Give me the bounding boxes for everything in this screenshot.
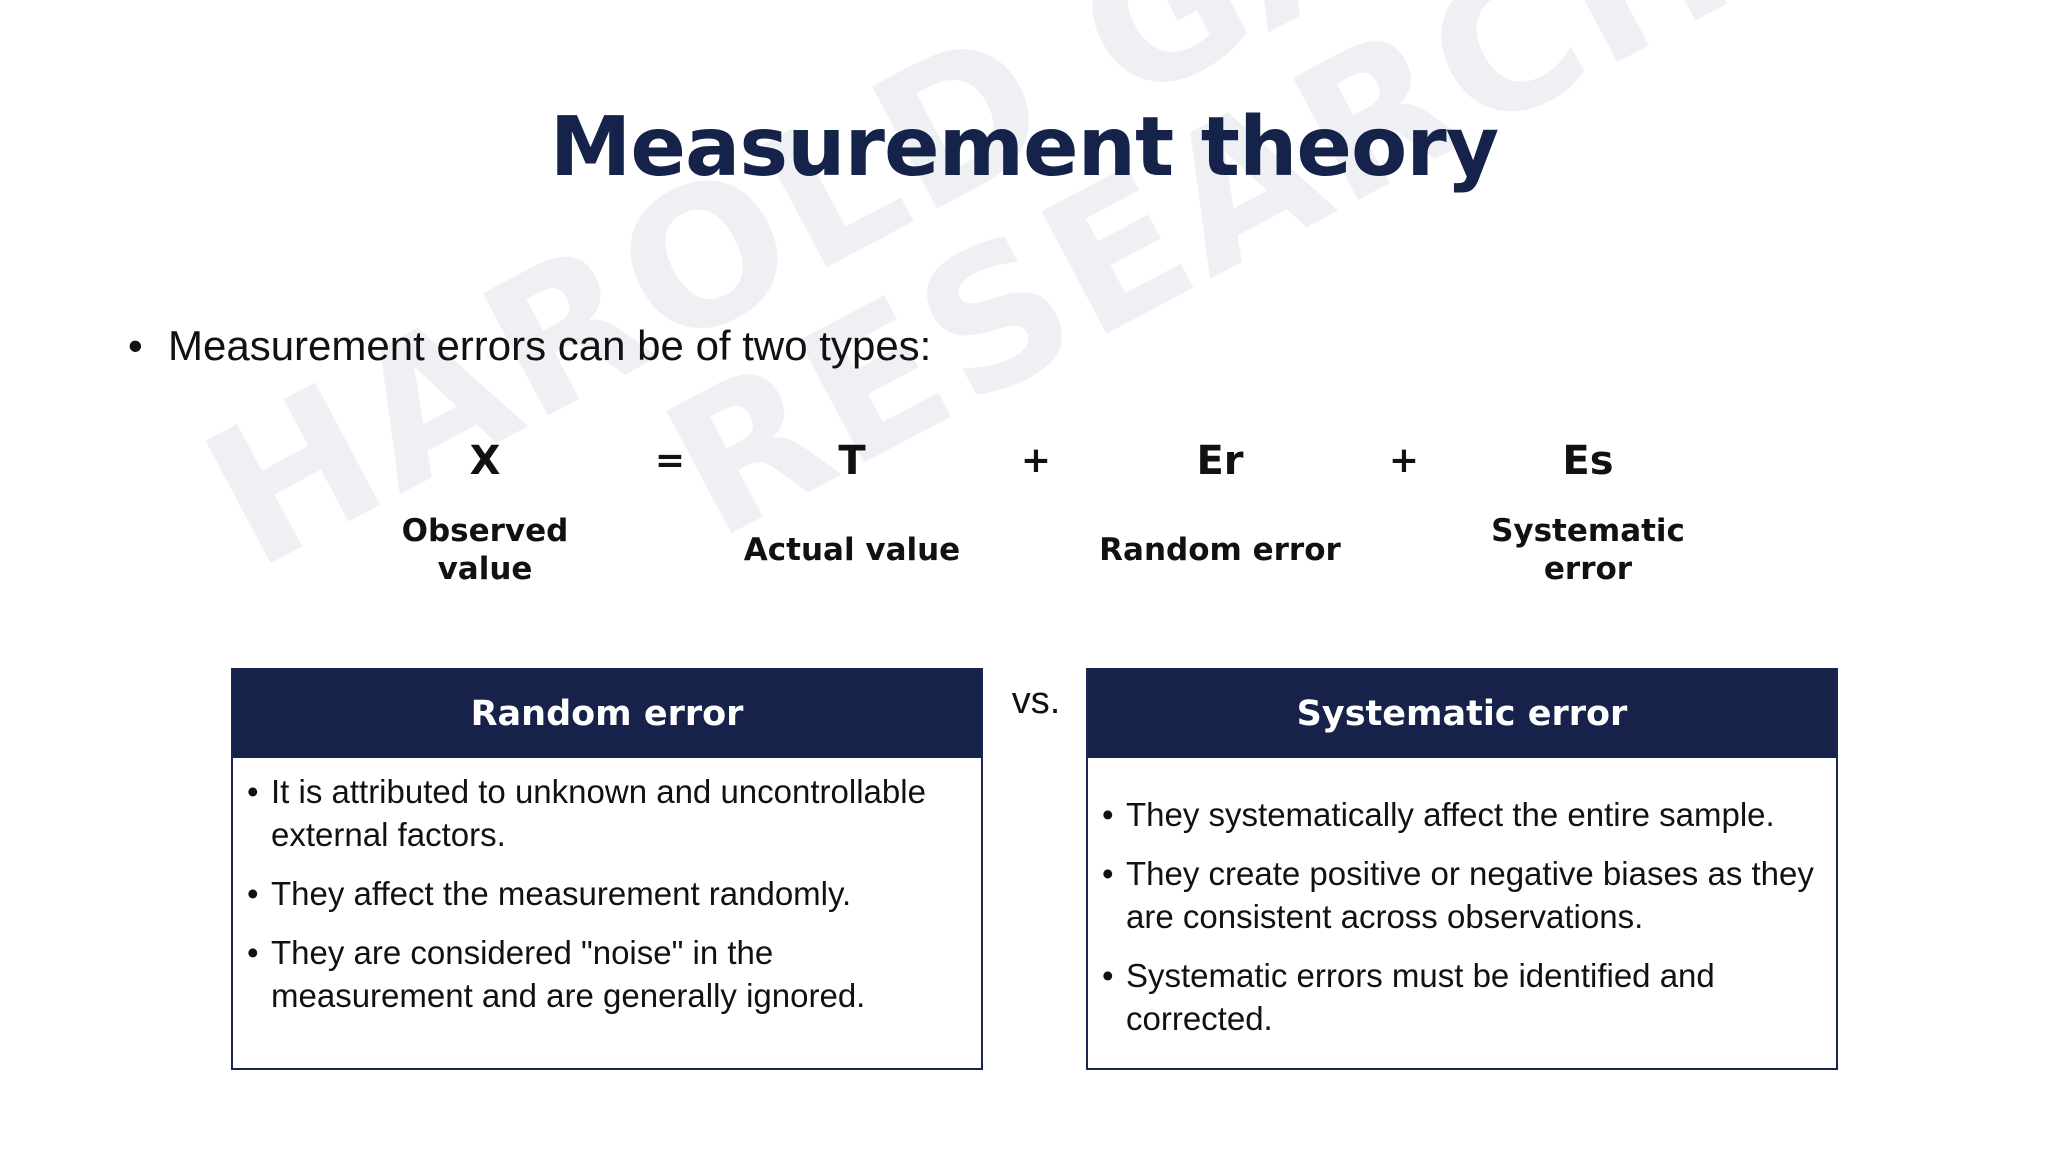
list-item: • They systematically affect the entire s… bbox=[1102, 793, 1822, 836]
symbol-es: Es bbox=[1562, 438, 1614, 484]
bullet-icon: • bbox=[247, 773, 259, 810]
bullet-icon: • bbox=[247, 875, 259, 912]
list-item: • They affect the measurement randomly. bbox=[247, 872, 967, 915]
random-error-box: Random error • It is attributed to unknow… bbox=[231, 668, 983, 1070]
bullet-icon: • bbox=[1102, 957, 1114, 994]
list-item-text: Systematic errors must be identified and… bbox=[1126, 957, 1715, 1037]
label-actual-value: Actual value bbox=[743, 532, 961, 568]
label-observed-value: Observed value bbox=[335, 512, 635, 588]
list-item: • Systematic errors must be identified an… bbox=[1102, 954, 1822, 1040]
symbol-er: Er bbox=[1196, 438, 1244, 484]
random-error-header: Random error bbox=[233, 670, 981, 758]
list-item: • They are considered "noise" in the meas… bbox=[247, 931, 967, 1017]
bullet-icon: • bbox=[247, 934, 259, 971]
equals-sign: = bbox=[654, 440, 686, 481]
list-item: • They create positive or negative biases… bbox=[1102, 852, 1822, 938]
bullet-icon: • bbox=[128, 322, 143, 369]
list-item-text: They create positive or negative biases … bbox=[1126, 855, 1814, 935]
bullet-icon: • bbox=[1102, 855, 1114, 892]
list-item: • It is attributed to unknown and uncontr… bbox=[247, 770, 967, 856]
plus-sign-2: + bbox=[1388, 440, 1420, 481]
systematic-error-box: Systematic error • They systematically af… bbox=[1086, 668, 1838, 1070]
list-item-text: It is attributed to unknown and uncontro… bbox=[271, 773, 926, 853]
label-line: value bbox=[437, 551, 533, 587]
vs-label: vs. bbox=[1011, 680, 1061, 722]
systematic-error-list: • They systematically affect the entire s… bbox=[1088, 758, 1836, 1040]
list-item-text: They affect the measurement randomly. bbox=[271, 875, 852, 912]
symbol-x: X bbox=[469, 438, 501, 484]
label-line: Systematic bbox=[1491, 513, 1685, 549]
intro-bullet: • Measurement errors can be of two types: bbox=[128, 322, 931, 370]
systematic-error-header: Systematic error bbox=[1088, 670, 1836, 758]
plus-sign-1: + bbox=[1020, 440, 1052, 481]
random-error-list: • It is attributed to unknown and uncontr… bbox=[233, 758, 981, 1017]
label-systematic-error: Systematic error bbox=[1438, 512, 1738, 588]
label-line: error bbox=[1543, 551, 1633, 587]
slide-title: Measurement theory bbox=[549, 100, 1499, 195]
list-item-text: They are considered "noise" in the measu… bbox=[271, 934, 866, 1014]
label-line: Observed bbox=[401, 513, 569, 549]
intro-text: Measurement errors can be of two types: bbox=[168, 322, 932, 369]
symbol-t: T bbox=[838, 438, 866, 484]
label-random-error: Random error bbox=[1099, 532, 1341, 568]
list-item-text: They systematically affect the entire sa… bbox=[1126, 796, 1775, 833]
bullet-icon: • bbox=[1102, 796, 1114, 833]
